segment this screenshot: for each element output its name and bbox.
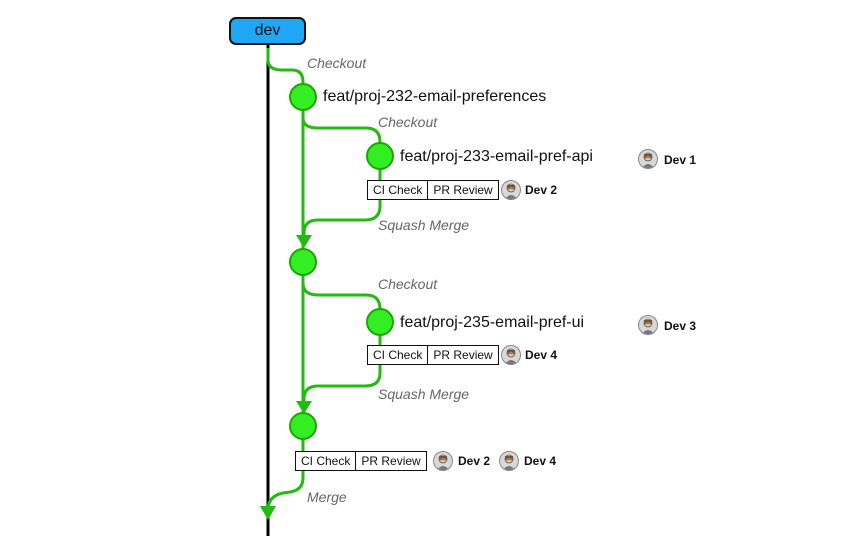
checkout-label-233: Checkout	[378, 114, 438, 130]
owner-label-233: Dev 1	[664, 153, 697, 167]
squash-merge-arrow-233	[296, 235, 312, 248]
developer-avatar-icon	[638, 149, 658, 169]
developer-avatar-icon	[501, 345, 521, 365]
branch-label-232: feat/proj-232-email-preferences	[323, 88, 547, 105]
developer-avatar-icon	[499, 451, 519, 471]
checkout-label-235: Checkout	[378, 276, 438, 292]
pr-checks-233: CI Check PR Review	[367, 180, 499, 200]
checkout-edge-235	[301, 275, 382, 310]
pr-review-label: PR Review	[427, 346, 497, 364]
dev-branch-label: dev	[254, 22, 281, 39]
checkout-label-232: Checkout	[307, 55, 367, 71]
owner-label-235: Dev 3	[664, 319, 697, 333]
developer-avatar-icon	[638, 315, 658, 335]
checkout-edge-233	[301, 110, 382, 143]
reviewer-label-233: Dev 2	[525, 183, 558, 197]
squash-merge-label-233: Squash Merge	[378, 217, 470, 233]
ci-check-label: CI Check	[373, 348, 423, 362]
pr-checks-235: CI Check PR Review	[367, 345, 499, 365]
developer-avatar-icon	[501, 180, 521, 200]
reviewer-label-235: Dev 4	[525, 348, 558, 362]
merge-arrow-dev	[260, 506, 276, 520]
ci-check-label: CI Check	[301, 454, 351, 468]
pr-review-label: PR Review	[355, 452, 425, 470]
reviewer-label-final-2: Dev 4	[524, 454, 557, 468]
merge-node-235	[289, 412, 317, 440]
squash-merge-edge-235	[302, 322, 382, 404]
reviewer-label-final-1: Dev 2	[458, 454, 491, 468]
pr-review-label: PR Review	[427, 181, 497, 199]
merge-node-233	[289, 248, 317, 276]
merge-edge-dev	[266, 426, 305, 512]
developer-avatar-icon	[433, 451, 453, 471]
branch-label-233: feat/proj-233-email-pref-api	[400, 148, 593, 165]
squash-merge-arrow-235	[296, 401, 312, 414]
commit-node-235	[366, 308, 394, 336]
squash-merge-edge-233	[302, 156, 382, 238]
checkout-edge-232	[266, 48, 305, 84]
branch-label-235: feat/proj-235-email-pref-ui	[400, 314, 585, 331]
dev-branch-pill: dev	[229, 17, 306, 45]
squash-merge-label-235: Squash Merge	[378, 386, 470, 402]
commit-node-232	[289, 83, 317, 111]
pr-checks-final: CI Check PR Review	[295, 451, 427, 471]
commit-node-233	[366, 142, 394, 170]
ci-check-label: CI Check	[373, 183, 423, 197]
merge-label-dev: Merge	[307, 489, 347, 505]
